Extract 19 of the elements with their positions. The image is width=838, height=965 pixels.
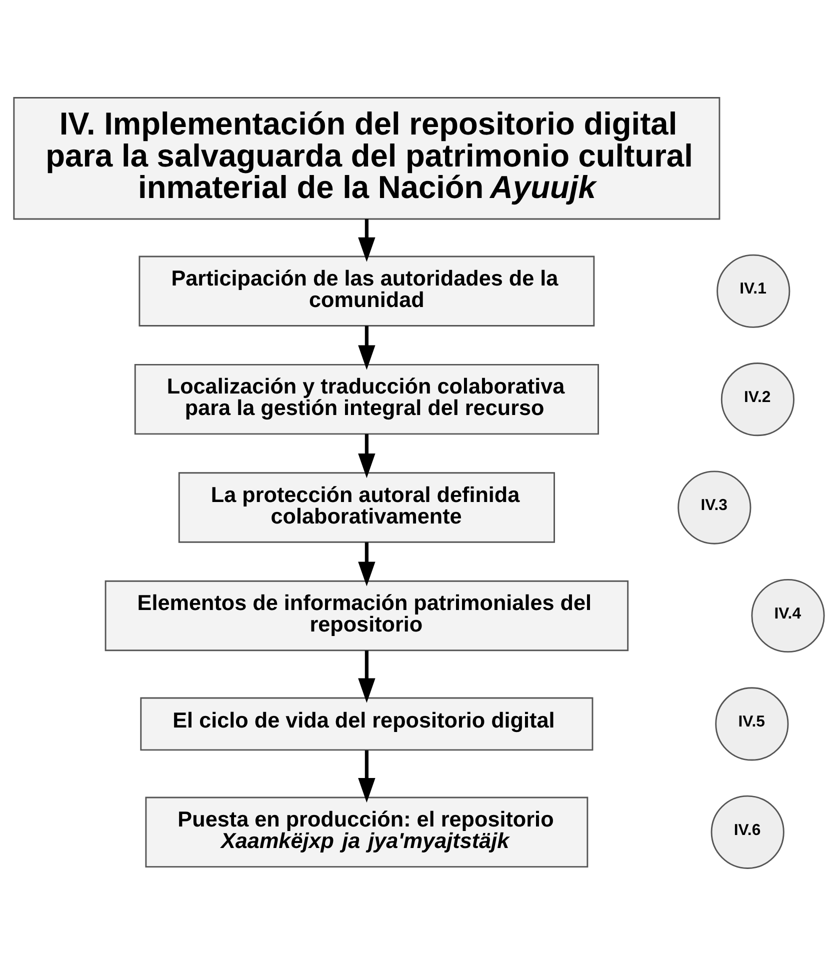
node-box: El ciclo de vida del repositorio digital: [140, 696, 594, 750]
node-circle: IV.5: [715, 686, 789, 760]
arrow: [358, 650, 376, 702]
arrow: [358, 218, 376, 262]
node-box: Participación de las autoridades de la comunidad: [138, 255, 595, 326]
node-circle: IV.4: [751, 578, 825, 652]
node-box: La protección autoral definida colaborativamente: [178, 472, 555, 542]
node-circle: IV.2: [720, 362, 794, 436]
node-box: Localización y traducción colaborativa para la gestión integral del recurso: [134, 363, 599, 434]
node-box: Elementos de información patrimoniales del repositorio: [104, 580, 629, 651]
node-box: Puesta en producción: el repositorio Xaamkëjxp ja jya'myajtstäjk: [145, 796, 588, 867]
node-circle: IV.1: [716, 254, 790, 328]
arrow: [358, 434, 376, 478]
arrow: [358, 325, 376, 370]
arrow: [358, 750, 376, 802]
node-box: IV. Implementación del repositorio digital para la salvaguarda del patrimonio cultural inmaterial de la Nación Ayuujk: [13, 96, 720, 220]
arrow: [358, 542, 376, 586]
node-circle: IV.3: [678, 470, 752, 544]
node-circle: IV.6: [710, 794, 784, 868]
